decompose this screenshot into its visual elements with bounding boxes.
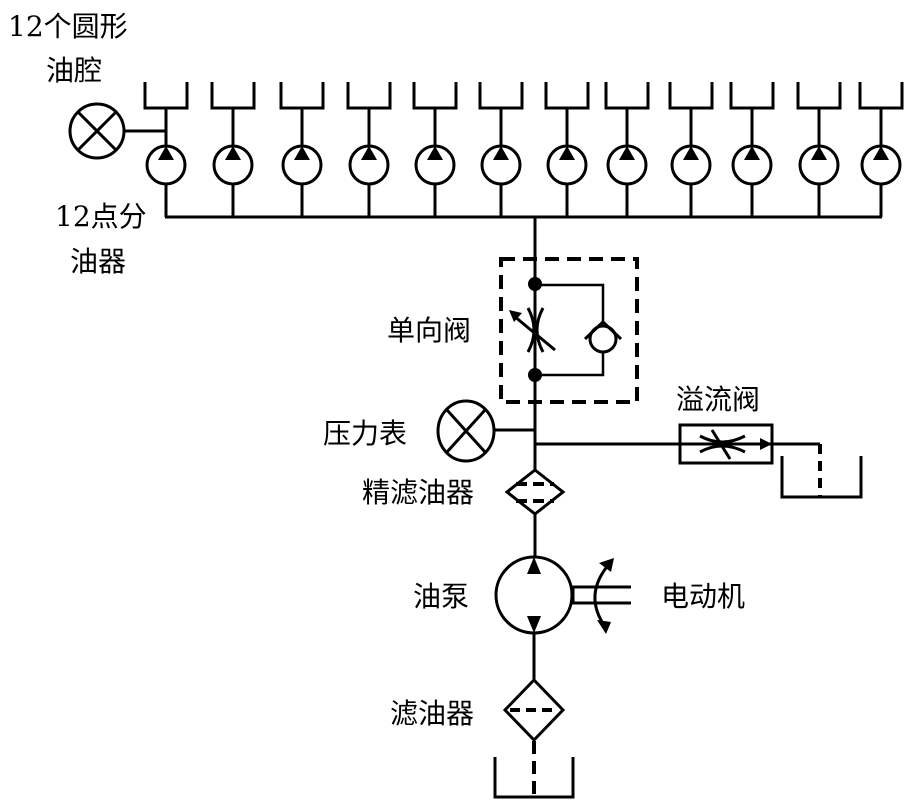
distributor-pump-triangle [873,146,889,160]
distributor-pump-triangle [493,146,509,160]
label-oil-pump: 油泵 [413,580,469,613]
oil-chamber-outlet [668,82,714,110]
throttle-arc-right [535,307,545,353]
distributor-pump-triangle [225,146,241,160]
check-valve-seat [583,319,623,341]
label-oil-chambers-2: 油腔 [46,54,102,87]
motor-shaft [571,558,631,634]
fine-filter [504,468,566,516]
label-fine-filter: 精滤油器 [362,476,474,509]
oil-pump [494,555,574,635]
distributor-pump-triangle [559,146,575,160]
label-distributor-1: 12点分 [55,200,147,233]
fine-filter-diamond [504,468,566,516]
oil-chamber-outlet [604,82,650,110]
distributor-pump-triangle [361,146,377,160]
throttle-arc-left [526,307,536,353]
label-suction-filter: 滤油器 [390,697,474,730]
relief-throttle-arc [699,434,746,444]
distributor-group [143,82,904,217]
oil-chamber-outlet [412,82,458,110]
gauge-cross [445,408,487,454]
distributor-pump-triangle [427,146,443,160]
label-distributor-2: 油器 [70,245,126,278]
pump-inlet-triangle [527,616,541,633]
check-valve-assembly [499,257,639,404]
suction-filter [502,677,566,743]
oil-chamber-outlet [478,82,524,110]
check-bypass-line [535,353,605,377]
top-gauge [68,102,166,160]
distributor-pump-triangle [744,146,760,160]
rotation-arrow-head [599,558,614,572]
oil-chamber-outlet [796,82,842,110]
relief-flow-arrow [760,438,772,450]
oil-chamber-outlet [279,82,325,110]
relief-valve [535,423,863,499]
oil-chamber-outlet [729,82,775,110]
label-pressure-gauge: 压力表 [323,417,407,450]
label-oil-chambers-1: 12个圆形 [8,10,128,43]
check-valve-dashed-box [499,257,639,404]
oil-chamber-outlet [210,82,256,110]
distributor-pump-triangle [619,146,635,160]
check-bypass-line [535,283,605,324]
arrow-head [509,310,522,322]
oil-chamber-outlet [858,82,904,110]
oil-tank [493,757,575,799]
rotation-arrow-head [597,620,611,634]
check-valve-ball [588,324,618,354]
oil-chamber-outlet [544,82,590,110]
label-relief-valve: 溢流阀 [676,383,760,416]
label-motor: 电动机 [661,580,745,613]
rotation-arrow [593,562,612,629]
pump-outlet-triangle [527,557,541,574]
relief-adjust-stroke [710,429,732,460]
oil-chamber-outlet [346,82,392,110]
throttle-adjust-arrow [513,314,556,352]
gauge-cross [76,110,118,152]
label-check-valve: 单向阀 [387,314,471,347]
distributor-pump-triangle [683,146,699,160]
distributor-pump-triangle [811,146,827,160]
relief-tank [780,456,863,499]
distributor-pump-triangle [294,146,310,160]
oil-chamber-outlet [143,82,189,110]
distributor-pump-triangle [158,146,174,160]
pressure-gauge [436,399,535,463]
